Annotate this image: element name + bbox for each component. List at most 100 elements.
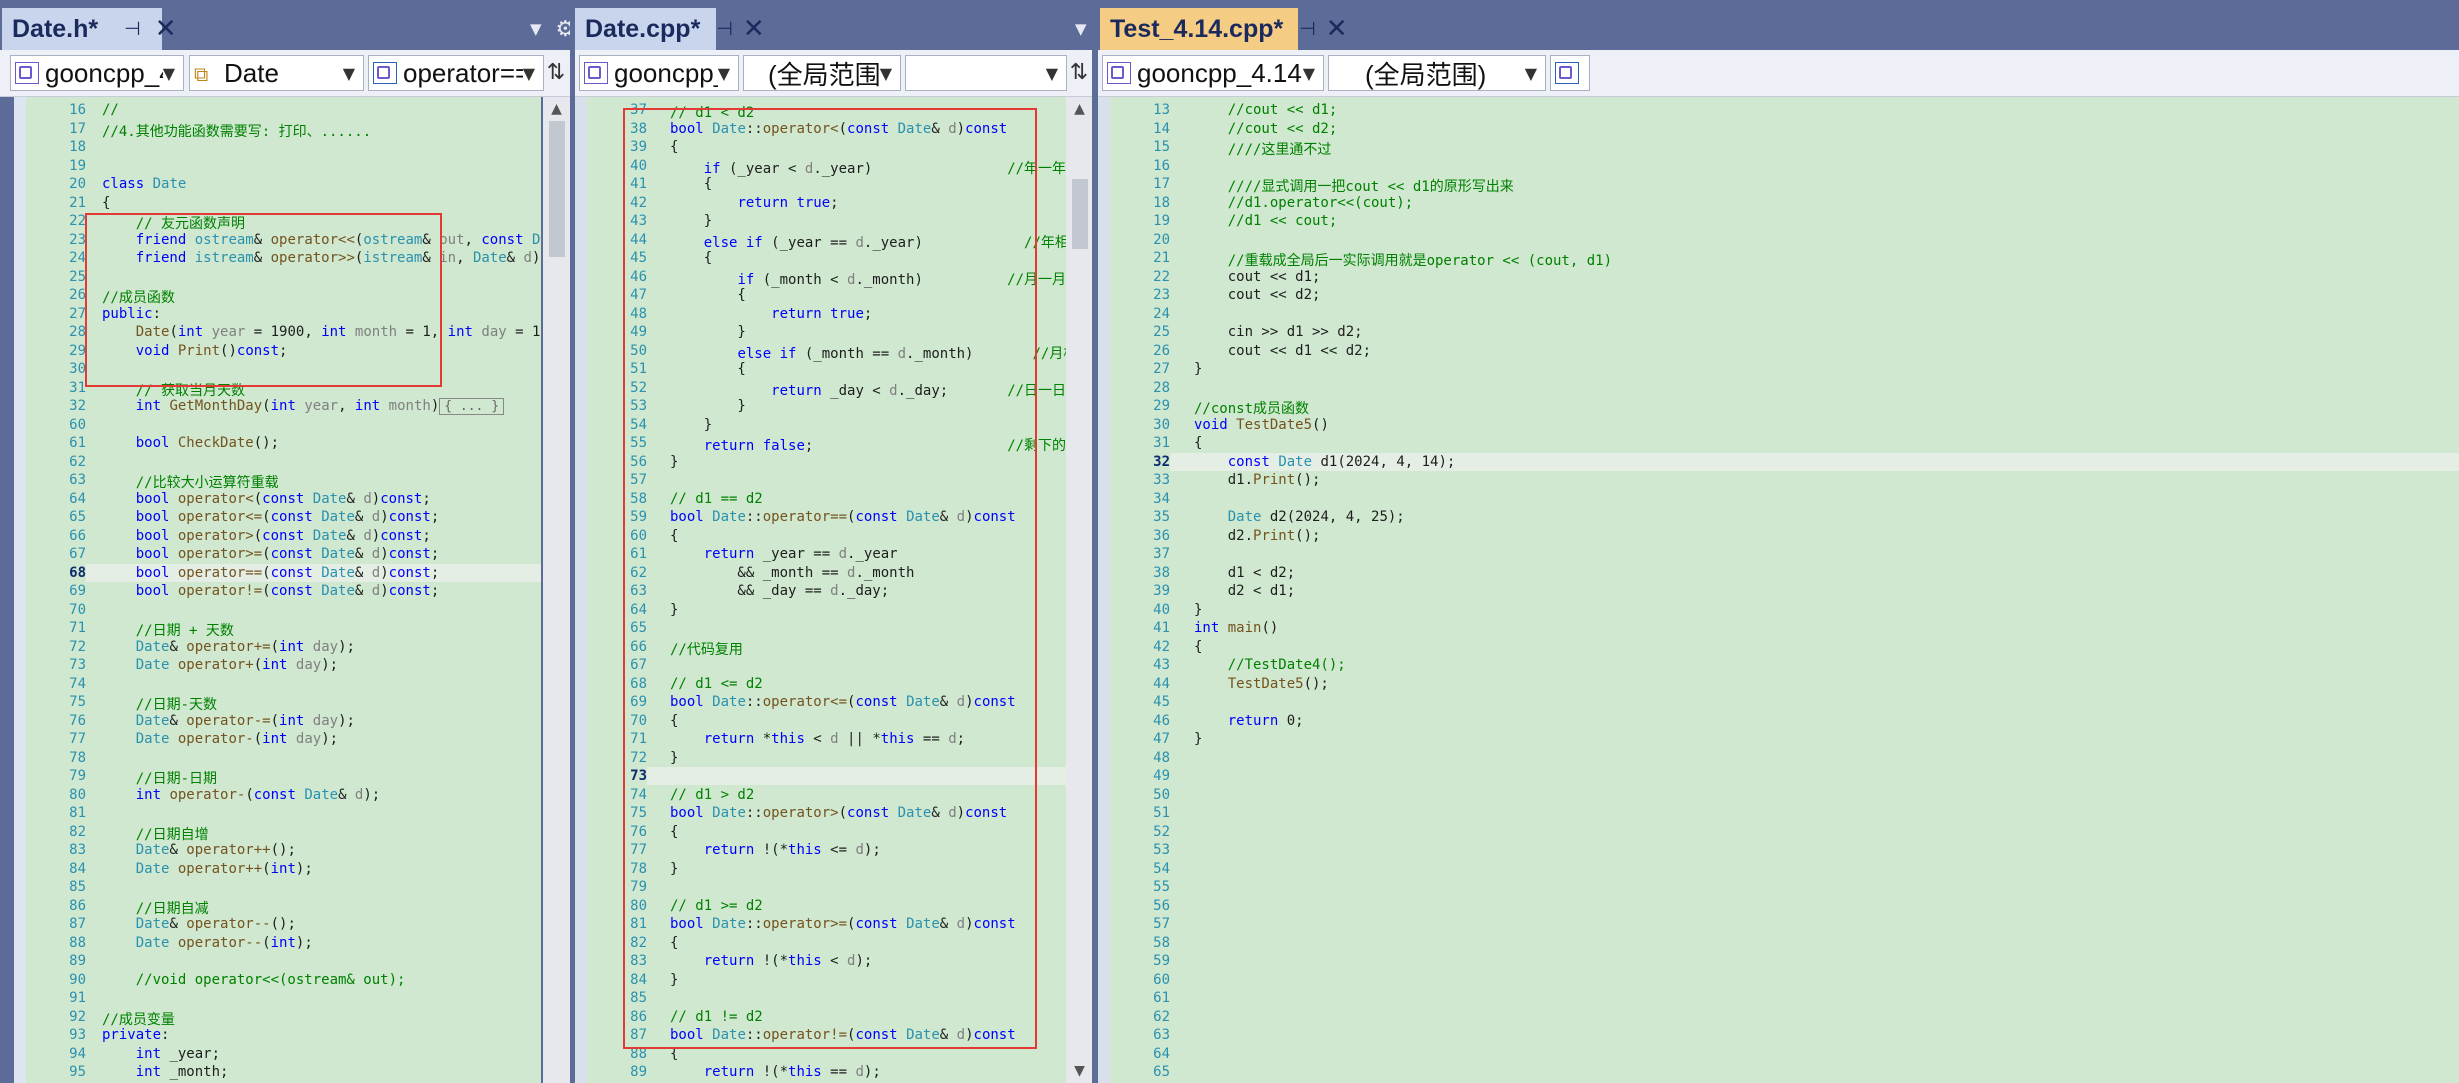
code-line[interactable]: } <box>670 749 679 766</box>
code-line[interactable]: int operator-(const Date& d); <box>135 786 381 803</box>
code-line[interactable]: //日期-天数 <box>135 697 218 713</box>
code-line[interactable]: { <box>670 139 679 155</box>
code-line[interactable]: //成员变量 <box>102 1011 175 1028</box>
member-dropdown[interactable] <box>1550 55 1590 91</box>
code-line[interactable]: Date operator+(int day); <box>135 657 339 673</box>
code-line[interactable]: int _month; <box>135 1064 229 1080</box>
scope-dropdown[interactable]: ⧉ Date ▼ <box>189 55 364 91</box>
code-line[interactable]: { <box>670 712 679 729</box>
vertical-scrollbar[interactable]: ▲ <box>543 97 570 1083</box>
code-line[interactable]: //TestDate4(); <box>1227 657 1346 673</box>
code-line[interactable]: // d1 == d2 <box>670 490 763 507</box>
code-line[interactable]: friend istream& operator>>(istream& in, … <box>135 250 541 266</box>
code-line[interactable]: bool CheckDate(); <box>135 435 280 451</box>
code-line[interactable]: if (_month < d._month) //月一月小就小 <box>737 271 1066 288</box>
code-line[interactable]: TestDate5(); <box>1227 675 1329 692</box>
close-icon[interactable]: ✕ <box>1325 14 1348 44</box>
code-line[interactable]: bool Date::operator<=(const Date& d)cons… <box>670 694 1016 710</box>
code-line[interactable]: bool Date::operator!=(const Date& d)cons… <box>670 1027 1016 1043</box>
code-line[interactable]: bool operator!=(const Date& d)const; <box>135 583 440 599</box>
code-line[interactable]: bool Date::operator<(const Date& d)const <box>670 120 1008 137</box>
code-line[interactable]: d1.Print(); <box>1194 472 1321 488</box>
code-line[interactable]: int GetMonthDay(int year, int month){ ..… <box>102 398 505 415</box>
code-line[interactable]: //日期自增 <box>135 826 209 843</box>
code-line[interactable]: } <box>670 213 713 229</box>
code-line[interactable]: { <box>670 361 746 377</box>
code-line[interactable]: //cout << d2; <box>1227 120 1338 137</box>
code-line[interactable]: } <box>670 601 679 618</box>
code-line[interactable]: Date& operator--(); <box>135 916 296 932</box>
code-line[interactable]: //void operator<<(ostream& out); <box>135 971 406 988</box>
code-line[interactable]: bool operator>(const Date& d)const; <box>135 527 431 544</box>
chevron-down-icon[interactable]: ▼ <box>1075 20 1087 38</box>
code-line[interactable]: { <box>670 176 713 192</box>
code-line[interactable]: bool operator>=(const Date& d)const; <box>135 546 440 562</box>
close-icon[interactable]: ✕ <box>742 14 765 44</box>
code-line[interactable]: //日期自减 <box>135 900 209 917</box>
code-line[interactable]: bool Date::operator>=(const Date& d)cons… <box>670 916 1016 932</box>
code-line[interactable]: d2.Print(); <box>1194 527 1321 544</box>
tab-date-cpp[interactable]: Date.cpp* ⊣ ✕ <box>575 8 765 50</box>
code-line[interactable]: { <box>670 287 746 303</box>
code-line[interactable]: public: <box>102 305 162 322</box>
code-line[interactable]: class Date <box>102 176 187 192</box>
vertical-scrollbar[interactable]: ▲ ▼ <box>1066 97 1092 1083</box>
code-line[interactable]: // d1 <= d2 <box>670 675 763 692</box>
code-line[interactable]: { <box>1194 638 1203 655</box>
code-line[interactable]: // d1 > d2 <box>670 786 755 803</box>
code-line[interactable]: //const成员函数 <box>1194 401 1310 417</box>
gear-icon[interactable]: ⚙ <box>555 16 570 42</box>
code-editor[interactable]: 13 //cout << d1;14 //cout << d2;15 ////这… <box>1098 97 2459 1083</box>
code-line[interactable]: else if (_year == d._year) //年相同再看月 <box>703 234 1066 251</box>
code-line[interactable]: cout << d1 << d2; <box>1194 342 1372 359</box>
code-line[interactable]: return !(*this < d); <box>703 953 873 969</box>
code-line[interactable]: { <box>1194 435 1203 451</box>
code-line[interactable]: d2 < d1; <box>1194 583 1296 599</box>
code-line[interactable]: //代码复用 <box>670 641 743 658</box>
member-dropdown[interactable]: operator==(const ▼ <box>368 55 544 91</box>
close-icon[interactable]: ✕ <box>154 14 177 44</box>
code-line[interactable]: return true; <box>737 194 839 211</box>
code-line[interactable]: //d1 << cout; <box>1227 213 1338 229</box>
tab-test-cpp[interactable]: Test_4.14.cpp* ⊣ ✕ <box>1100 8 1348 50</box>
code-line[interactable]: && _day == d._day; <box>670 583 890 599</box>
scroll-thumb[interactable] <box>549 121 565 257</box>
split-icon[interactable]: ⇅ <box>546 60 566 85</box>
code-line[interactable]: Date& operator-=(int day); <box>135 712 355 729</box>
code-line[interactable]: void TestDate5() <box>1194 416 1329 433</box>
code-line[interactable]: // <box>102 102 119 118</box>
code-line[interactable]: //日期-日期 <box>135 771 218 787</box>
code-line[interactable]: ////这里通不过 <box>1227 142 1332 158</box>
code-line[interactable]: //日期 + 天数 <box>135 623 234 639</box>
code-line[interactable]: bool Date::operator>(const Date& d)const <box>670 805 1008 821</box>
chevron-down-icon[interactable]: ▼ <box>530 20 542 38</box>
code-line[interactable]: //4.其他功能函数需要写: 打印、...... <box>102 123 372 140</box>
code-line[interactable]: } <box>670 398 746 414</box>
code-line[interactable]: int main() <box>1194 620 1279 636</box>
project-dropdown[interactable]: gooncpp_4.14.16. ▼ <box>10 55 184 91</box>
code-line[interactable]: } <box>670 453 679 470</box>
code-line[interactable]: { <box>670 527 679 544</box>
project-dropdown[interactable]: gooncpp_4.14.1 ▼ <box>579 55 739 91</box>
code-line[interactable]: } <box>670 416 713 433</box>
pin-icon[interactable]: ⊣ <box>716 18 733 40</box>
code-line[interactable]: cin >> d1 >> d2; <box>1194 324 1363 340</box>
code-line[interactable]: cout << d2; <box>1194 287 1321 303</box>
code-line[interactable]: } <box>670 324 746 340</box>
code-line[interactable]: } <box>1194 361 1203 377</box>
pin-icon[interactable]: ⊣ <box>124 18 141 40</box>
scope-dropdown[interactable]: (全局范围) ▼ <box>743 55 901 91</box>
code-line[interactable]: } <box>1194 601 1203 618</box>
project-dropdown[interactable]: gooncpp_4.14.16.18 ▼ <box>1102 55 1324 91</box>
code-line[interactable]: private: <box>102 1027 170 1043</box>
code-line[interactable]: Date d2(2024, 4, 25); <box>1227 509 1405 525</box>
code-line[interactable]: Date operator++(int); <box>135 860 313 877</box>
code-line[interactable]: //比较大小运算符重载 <box>135 475 279 491</box>
code-line[interactable]: //cout << d1; <box>1227 102 1338 118</box>
scope-dropdown[interactable]: (全局范围) ▼ <box>1328 55 1546 91</box>
code-line[interactable]: return *this < d || *this == d; <box>703 731 966 747</box>
code-line[interactable]: Date& operator+=(int day); <box>135 638 355 655</box>
code-editor[interactable]: 37// d1 < d2 //注意: 左操作数一第1个参数, 右操作数一第2个参… <box>575 97 1066 1083</box>
code-line[interactable]: && _month == d._month <box>670 564 915 581</box>
